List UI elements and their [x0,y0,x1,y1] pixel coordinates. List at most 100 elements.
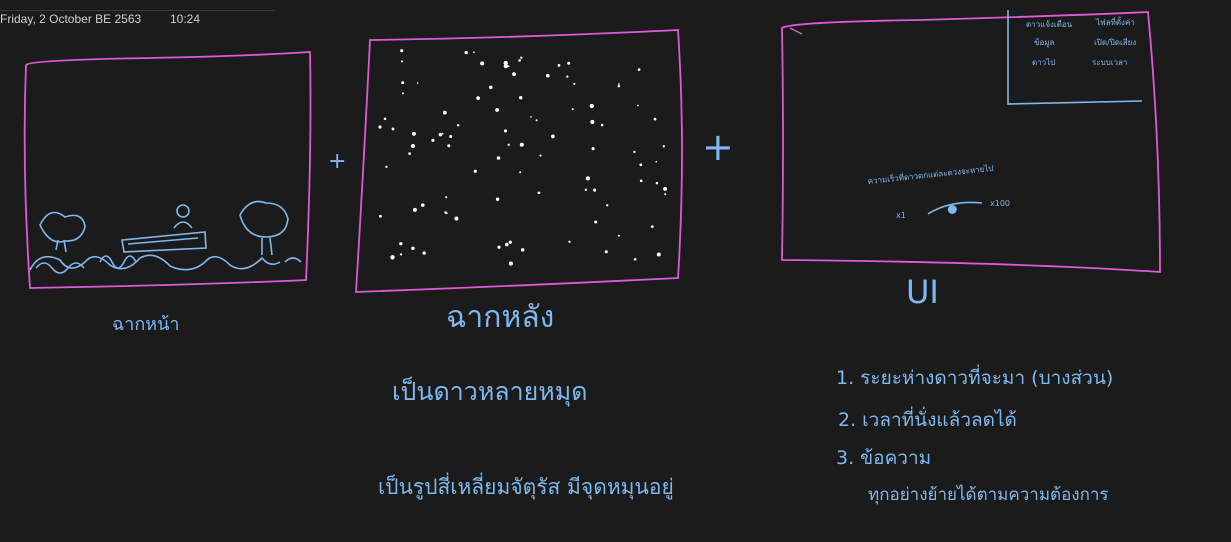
star-dot [639,179,643,183]
star-dot [411,131,416,136]
star-dot [401,81,405,85]
star-dot [456,124,460,127]
star-dot [653,117,657,121]
slider-knob[interactable] [947,205,957,214]
star-dot [520,248,525,252]
star-dot [385,165,388,168]
page-metadata-divider [0,0,275,11]
speed-slider[interactable]: x1 x100 [896,199,1010,220]
star-dot [412,207,417,212]
star-dot [449,134,453,139]
ui-requirement-1: 1. ระยะห่างดาวที่จะมา (บางส่วน) [836,364,1113,389]
star-dot [589,103,594,109]
menu-left-item-2[interactable]: ข้อมูล [1034,38,1055,48]
star-dot [378,125,382,129]
star-dot [496,156,501,160]
star-dot [399,242,403,246]
star-dot [508,261,513,266]
star-dot [584,188,588,191]
star-dot [590,119,595,125]
star-dot [539,154,542,157]
menu-right-item-2[interactable]: เปิด/ปิดเสียง [1094,38,1136,47]
star-dot [497,245,501,249]
star-dot [416,82,419,84]
star-dot [568,240,571,243]
star-dot [606,204,609,207]
star-dot [495,108,499,112]
star-dot [480,61,485,66]
star-dot [410,143,416,149]
star-dot [639,163,643,167]
star-dot [464,50,468,55]
menu-right-item-1[interactable]: ไฟลที่ตั้งค่า [1095,16,1135,27]
star-dot [473,51,475,54]
star-dot [594,220,598,224]
star-dot [408,152,411,155]
star-dot [530,116,532,118]
star-dot [400,49,404,53]
slider-max-label: x100 [990,199,1010,208]
star-dot [600,123,604,127]
star-dot [650,225,654,228]
star-dot [656,252,661,257]
star-dot [507,143,510,146]
star-dot [633,150,636,154]
star-dot [411,246,415,251]
star-dot [454,216,459,221]
plus-sign-2: + [702,125,734,169]
star-dot [618,83,620,85]
star-dot [518,59,521,62]
back-scene-note-2: เป็นรูปสี่เหลี่ยมจัตุรัส มีจุดหมุนอยู่ [378,472,674,500]
star-field [378,49,668,266]
menu-right-item-3[interactable]: ระบบเวลา [1092,58,1127,67]
star-dot [503,63,509,69]
star-dot [655,181,659,185]
star-dot [571,108,574,111]
star-dot [519,142,524,147]
ui-mockup-frame [781,11,1161,273]
star-dot [378,214,382,218]
star-dot [633,257,637,261]
page-time: 10:24 [170,12,201,26]
star-dot [573,82,576,85]
star-dot [383,117,387,121]
star-dot [591,147,595,151]
star-dot [637,68,641,71]
star-dot [617,234,620,237]
ui-requirement-3: 3. ข้อความ [836,447,931,469]
star-dot [399,253,403,256]
star-dot [431,138,435,142]
star-dot [508,240,512,244]
star-dot [557,64,561,67]
star-dot [400,60,404,63]
star-dot [442,110,447,115]
star-dot [421,203,425,207]
slider-track[interactable] [927,201,983,215]
star-dot [447,144,451,148]
star-dot [535,119,538,122]
star-dot [445,196,448,199]
star-dot [489,85,493,90]
ui-label: UI [906,273,939,311]
star-dot [438,132,443,137]
star-dot [566,75,569,78]
star-dot [402,92,404,95]
star-dot [441,132,444,135]
plus-sign-1: + [328,149,346,174]
star-dot [519,171,522,174]
menu-left-item-1[interactable]: ดาวแจ้งเตือน [1026,20,1073,29]
star-dot [504,242,509,247]
star-dot [476,96,480,100]
ui-settings-menu-box [1007,10,1143,105]
star-dot [520,56,523,59]
star-dot [495,197,500,201]
back-scene-label: ฉากหลัง [446,300,554,335]
star-dot [422,251,426,255]
menu-left-item-3[interactable]: ดาวไป [1032,58,1055,67]
star-dot [551,134,555,139]
star-dot [567,61,571,65]
star-dot [507,65,510,68]
star-dot [391,127,395,131]
slider-min-label: x1 [896,211,906,220]
